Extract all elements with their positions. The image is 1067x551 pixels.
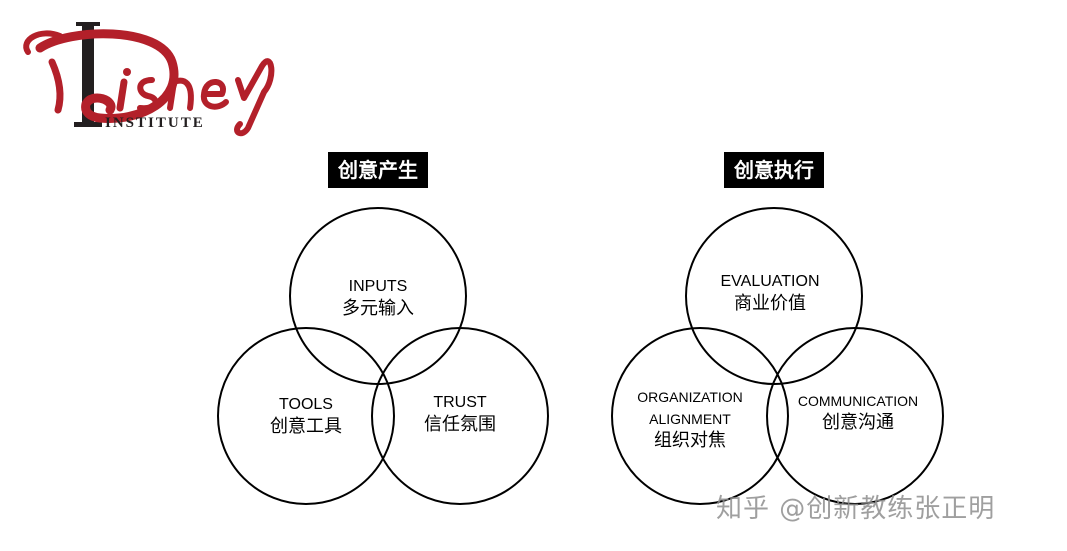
left-left-label: TOOLS 创意工具 <box>270 394 342 438</box>
trust-label: TRUST <box>433 394 487 411</box>
right-top-label: EVALUATION 商业价值 <box>721 271 820 315</box>
alignment-label: ALIGNMENT <box>649 411 731 427</box>
left-right-label: TRUST 信任氛围 <box>424 392 496 436</box>
trust-cn-label: 信任氛围 <box>424 414 496 435</box>
evaluation-label: EVALUATION <box>720 273 820 290</box>
left-circle-left <box>217 327 395 505</box>
communication-label: COMMUNICATION <box>797 393 919 409</box>
tools-cn-label: 创意工具 <box>270 416 342 437</box>
inputs-label: INPUTS <box>348 278 408 295</box>
right-venn-circles <box>611 207 944 505</box>
logo-subtitle: INSTITUTE <box>105 115 205 131</box>
right-circle-left <box>611 327 789 505</box>
evaluation-cn-label: 商业价值 <box>733 293 806 314</box>
inputs-cn-label: 多元输入 <box>342 298 414 319</box>
disney-institute-logo: INSTITUTE <box>23 22 275 137</box>
left-venn-circles <box>217 207 549 505</box>
tools-label: TOOLS <box>279 396 333 413</box>
right-section-tag: 创意执行 <box>724 152 824 188</box>
right-circle-right <box>766 327 944 505</box>
left-top-label: INPUTS 多元输入 <box>342 276 414 320</box>
organization-label: ORGANIZATION <box>637 389 743 405</box>
communication-cn-label: 创意沟通 <box>821 412 894 433</box>
watermark: 知乎 @创新教练张正明 <box>716 494 996 524</box>
left-section-tag: 创意产生 <box>328 152 428 188</box>
alignment-cn-label: 组织对焦 <box>654 430 726 451</box>
right-right-label: COMMUNICATION 创意沟通 <box>798 390 918 434</box>
right-left-label: ORGANIZATION ALIGNMENT 组织对焦 <box>637 386 743 452</box>
left-circle-right <box>371 327 549 505</box>
